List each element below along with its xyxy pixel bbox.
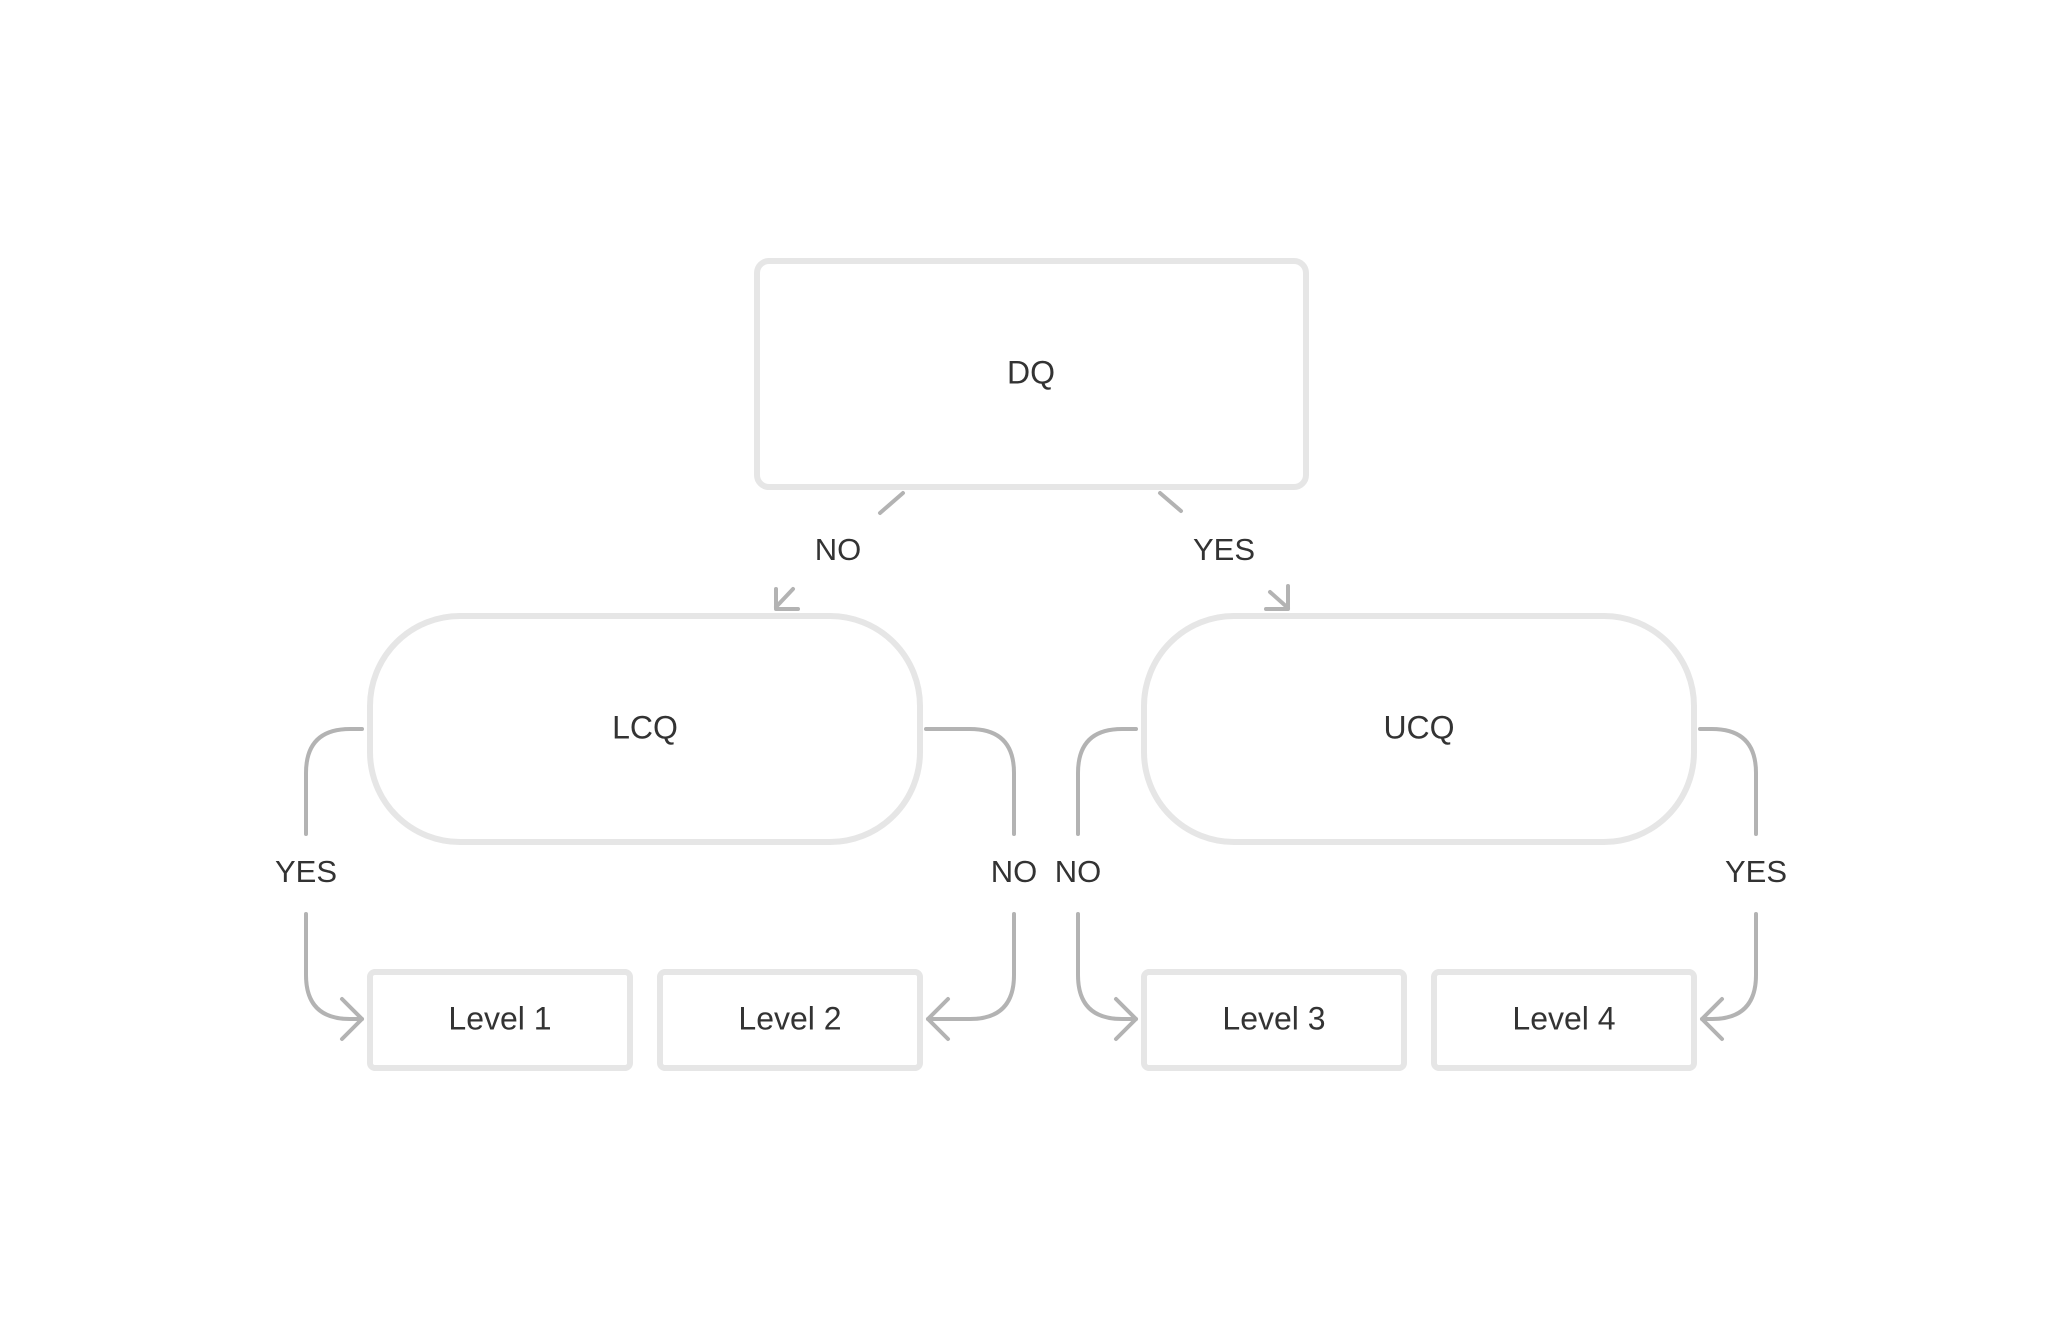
node-dq-label: DQ <box>1007 354 1055 390</box>
edge-ucq-to-level4-label: YES <box>1725 854 1787 889</box>
edge-dq-to-lcq-line-upper <box>878 491 905 515</box>
edge-lcq-to-level2-label: NO <box>991 854 1038 889</box>
node-level1: Level 1 <box>367 969 633 1071</box>
edge-lcq-to-level1-arrow-icon <box>340 997 364 1041</box>
node-ucq: UCQ <box>1141 613 1697 845</box>
node-lcq-box <box>367 613 923 845</box>
node-level2: Level 2 <box>657 969 923 1071</box>
node-dq-box <box>754 258 1309 490</box>
node-level4-label: Level 4 <box>1512 1000 1615 1036</box>
edge-dq-to-ucq-label: YES <box>1193 532 1255 567</box>
edge-dq-to-lcq-label: NO <box>815 532 862 567</box>
edge-dq-to-ucq: YES <box>1158 491 1290 611</box>
edge-lcq-to-level2-arrow-icon <box>926 997 950 1041</box>
node-dq: DQ <box>754 258 1309 490</box>
node-level4-box <box>1431 969 1697 1071</box>
node-level3-label: Level 3 <box>1222 1000 1325 1036</box>
edge-dq-to-ucq-arrow-icon <box>1264 584 1290 611</box>
edge-lcq-to-level2: NO <box>924 727 1038 1041</box>
edge-lcq-to-level2-line-lower <box>926 912 1016 1021</box>
node-level4: Level 4 <box>1431 969 1697 1071</box>
edge-dq-to-ucq-line-upper <box>1158 491 1183 513</box>
node-level1-label: Level 1 <box>448 1000 551 1036</box>
edge-lcq-to-level1-line-lower <box>304 912 364 1021</box>
edge-lcq-to-level1-line-upper <box>304 727 364 836</box>
node-level3: Level 3 <box>1141 969 1407 1071</box>
node-level3-box <box>1141 969 1407 1071</box>
edge-ucq-to-level3-label: NO <box>1055 854 1102 889</box>
edge-ucq-to-level4-line-lower <box>1700 912 1758 1021</box>
edge-ucq-to-level3: NO <box>1055 727 1138 1041</box>
node-level2-label: Level 2 <box>738 1000 841 1036</box>
edge-ucq-to-level4-line-upper <box>1698 727 1758 836</box>
edge-lcq-to-level2-line-upper <box>924 727 1016 836</box>
edge-dq-to-lcq: NO <box>774 491 905 611</box>
edge-lcq-to-level1: YES <box>275 727 364 1041</box>
edge-lcq-to-level1-label: YES <box>275 854 337 889</box>
edge-ucq-to-level4: YES <box>1698 727 1787 1041</box>
edge-dq-to-ucq-line-lower <box>1268 590 1290 610</box>
edge-dq-to-lcq-arrow-icon <box>774 587 800 611</box>
node-lcq-label: LCQ <box>612 709 678 745</box>
node-lcq: LCQ <box>367 613 923 845</box>
edge-ucq-to-level4-arrow-icon <box>1700 997 1724 1041</box>
node-ucq-box <box>1141 613 1697 845</box>
edge-dq-to-lcq-line-lower <box>774 587 795 609</box>
node-level2-box <box>657 969 923 1071</box>
edge-ucq-to-level3-arrow-icon <box>1114 997 1138 1041</box>
node-level1-box <box>367 969 633 1071</box>
node-ucq-label: UCQ <box>1383 709 1454 745</box>
edge-ucq-to-level3-line-lower <box>1076 912 1138 1021</box>
edge-ucq-to-level3-line-upper <box>1076 727 1138 836</box>
